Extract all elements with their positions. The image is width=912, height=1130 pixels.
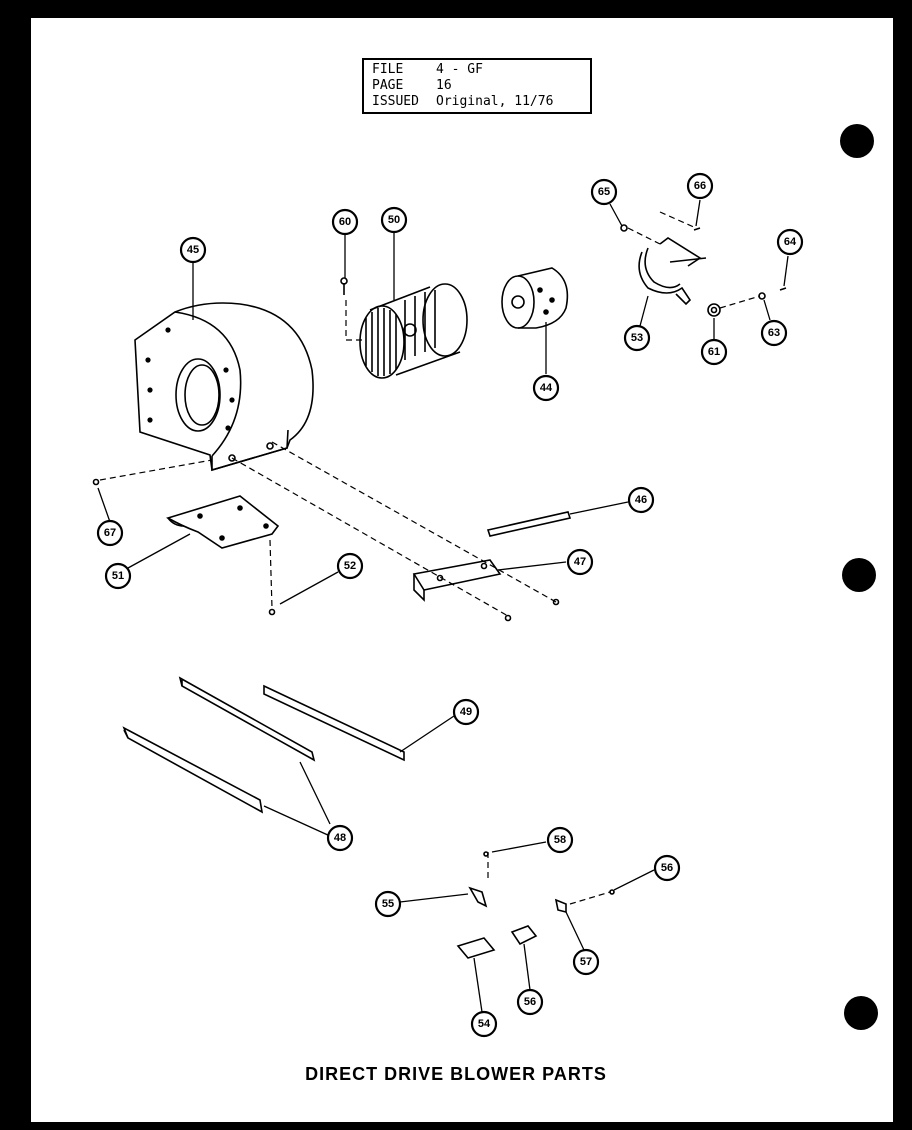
file-value: 4 - GF bbox=[436, 62, 483, 77]
callout-56-lower: 56 bbox=[524, 996, 536, 1008]
page-value: 16 bbox=[436, 78, 452, 93]
scan-border-bottom bbox=[0, 1122, 912, 1130]
callout-53: 53 bbox=[631, 332, 643, 344]
support-rails-48 bbox=[122, 676, 316, 814]
paper-sheet bbox=[28, 18, 893, 1122]
rubber-strip bbox=[486, 511, 572, 537]
callout-66: 66 bbox=[694, 180, 706, 192]
angle-bracket bbox=[412, 559, 502, 602]
callout-64: 64 bbox=[784, 236, 797, 248]
callout-44: 44 bbox=[540, 382, 553, 394]
small-clips bbox=[456, 851, 615, 959]
page-row: PAGE 16 bbox=[372, 78, 582, 94]
blower-wheel bbox=[359, 283, 468, 379]
callout-labels: 45 60 50 44 65 66 64 53 61 63 67 51 52 4… bbox=[104, 180, 797, 1030]
callout-46: 46 bbox=[635, 494, 647, 506]
support-rail-49 bbox=[263, 684, 405, 762]
callout-48: 48 bbox=[334, 832, 346, 844]
callout-56: 56 bbox=[661, 862, 673, 874]
callout-55: 55 bbox=[382, 898, 394, 910]
callout-58: 58 bbox=[554, 834, 566, 846]
binder-hole-bottom bbox=[844, 996, 878, 1030]
callout-57: 57 bbox=[580, 956, 592, 968]
callout-49: 49 bbox=[460, 706, 472, 718]
callout-52: 52 bbox=[344, 560, 356, 572]
mounting-plate bbox=[165, 495, 280, 549]
leader-lines bbox=[97, 199, 789, 1013]
callout-45: 45 bbox=[187, 244, 199, 256]
page-key: PAGE bbox=[372, 78, 404, 93]
file-info-box: FILE 4 - GF PAGE 16 ISSUED Original, 11/… bbox=[362, 58, 592, 114]
callout-51: 51 bbox=[112, 570, 124, 582]
blower-housing bbox=[134, 302, 314, 472]
motor bbox=[501, 267, 569, 329]
callout-60: 60 bbox=[339, 216, 351, 228]
scan-border-left bbox=[0, 0, 28, 1130]
alignment-dashes bbox=[99, 211, 761, 905]
motor-mount-band bbox=[638, 237, 707, 306]
callout-54: 54 bbox=[478, 1018, 491, 1030]
issued-key: ISSUED bbox=[372, 94, 419, 109]
callout-50: 50 bbox=[388, 214, 400, 226]
callout-47: 47 bbox=[574, 556, 586, 568]
callout-67: 67 bbox=[104, 527, 116, 539]
scan-border-top bbox=[0, 0, 912, 18]
file-key: FILE bbox=[372, 62, 404, 77]
binder-hole-middle bbox=[842, 558, 876, 592]
mount-hardware bbox=[340, 224, 787, 317]
callout-circles bbox=[96, 172, 804, 1038]
callout-61: 61 bbox=[708, 346, 720, 358]
issued-row: ISSUED Original, 11/76 bbox=[372, 94, 582, 110]
issued-value: Original, 11/76 bbox=[436, 94, 554, 109]
diagram-title: DIRECT DRIVE BLOWER PARTS bbox=[305, 1064, 607, 1084]
callout-65: 65 bbox=[598, 186, 610, 198]
scan-border-right bbox=[890, 0, 912, 1130]
callout-63: 63 bbox=[768, 327, 780, 339]
file-row: FILE 4 - GF bbox=[372, 62, 582, 78]
binder-hole-top bbox=[840, 124, 874, 158]
